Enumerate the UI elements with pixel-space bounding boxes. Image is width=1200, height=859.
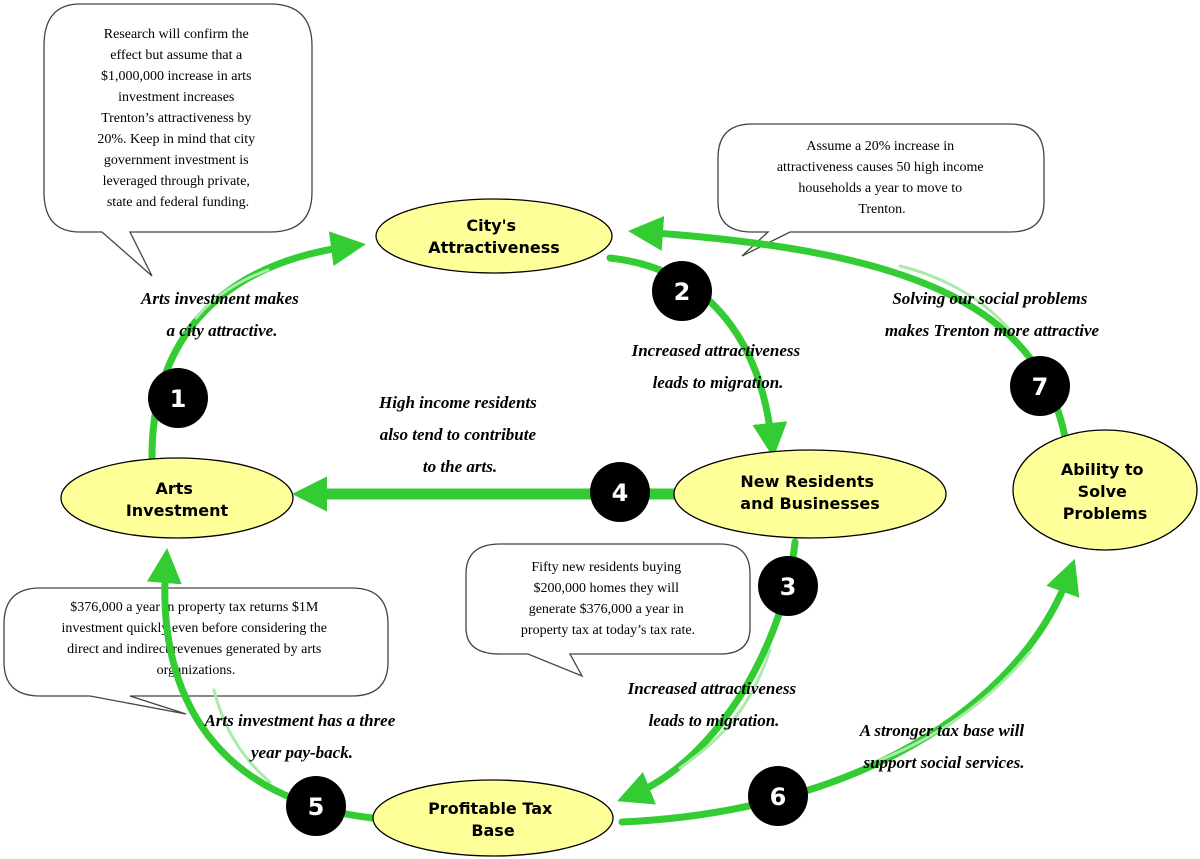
callout-attractiveness: Assume a 20% increase in attractiveness … — [717, 123, 1045, 257]
arrow-arts-to-city — [148, 231, 366, 466]
node-label: New Residents and Businesses — [740, 472, 879, 513]
step-badge-6: 6 — [748, 766, 808, 826]
arrow-highlight — [878, 650, 1032, 762]
edge-labels: Arts investment makes a city attractive.… — [140, 289, 1100, 772]
node-ability-to-solve: Ability to Solve Problems — [1012, 429, 1198, 551]
callout-research-text: Research will confirm the effect but ass… — [97, 27, 258, 210]
svg-text:2: 2 — [674, 278, 691, 306]
edge-label-2: Increased attractiveness leads to migrat… — [631, 341, 805, 392]
node-arts-investment: Arts Investment — [60, 457, 294, 539]
callout-line: state and federal funding. — [107, 195, 249, 210]
svg-text:7: 7 — [1032, 373, 1049, 401]
callout-line: $376,000 a year in property tax returns … — [70, 600, 319, 615]
node-profitable-tax-base: Profitable Tax Base — [372, 779, 614, 857]
svg-text:1: 1 — [170, 385, 187, 413]
edge-label-4: High income residents also tend to contr… — [378, 393, 541, 476]
node-label: Profitable Tax Base — [428, 799, 558, 840]
svg-text:6: 6 — [770, 783, 787, 811]
svg-text:5: 5 — [308, 793, 325, 821]
svg-text:3: 3 — [780, 573, 797, 601]
callout-line: Trenton’s attractiveness by — [101, 111, 251, 126]
node-city-attractiveness: City's Attractiveness — [375, 198, 613, 274]
step-badges: 1 2 3 4 5 6 7 — [148, 261, 1070, 836]
edge-label-1: Arts investment makes a city attractive. — [140, 289, 303, 340]
callout-line: investment quickly even before consideri… — [61, 621, 327, 636]
callout-line: investment increases — [118, 90, 234, 105]
callout-line: Assume a 20% increase in — [806, 139, 954, 154]
edge-label-6: A stronger tax base will support social … — [859, 721, 1029, 772]
callout-line: property tax at today’s tax rate. — [521, 623, 695, 638]
callout-property-tax: $376,000 a year in property tax returns … — [3, 587, 389, 715]
callout-line: direct and indirect revenues generated b… — [67, 642, 321, 657]
callout-line: Fifty new residents buying — [531, 560, 681, 575]
callout-line: government investment is — [104, 153, 249, 168]
step-badge-5: 5 — [286, 776, 346, 836]
callout-line: attractiveness causes 50 high income — [777, 160, 984, 175]
step-badge-2: 2 — [652, 261, 712, 321]
step-badge-7: 7 — [1010, 356, 1070, 416]
callout-property-tax-text: $376,000 a year in property tax returns … — [61, 600, 330, 678]
callout-line: leveraged through private, — [103, 174, 250, 189]
edge-label-3: Increased attractiveness leads to migrat… — [627, 679, 801, 730]
step-badge-3: 3 — [758, 556, 818, 616]
callout-line: organizations. — [157, 663, 236, 678]
callout-line: $200,000 homes they will — [534, 581, 680, 596]
callout-fifty-residents: Fifty new residents buying $200,000 home… — [465, 543, 751, 678]
node-new-residents: New Residents and Businesses — [673, 449, 947, 539]
callout-line: households a year to move to — [798, 181, 962, 196]
callout-line: 20%. Keep in mind that city — [97, 132, 255, 147]
arrow-highlight — [898, 264, 1012, 332]
step-badge-1: 1 — [148, 368, 208, 428]
arrow-highlight — [678, 648, 772, 770]
node-label: Ability to Solve Problems — [1061, 460, 1149, 523]
step-badge-4: 4 — [590, 462, 650, 522]
edge-label-5: Arts investment has a three year pay-bac… — [203, 711, 399, 762]
node-label: Arts Investment — [126, 479, 229, 520]
callout-line: effect but assume that a — [110, 48, 243, 63]
edge-label-7: Solving our social problems makes Trento… — [885, 289, 1100, 340]
callout-line: Research will confirm the — [104, 27, 249, 42]
arrow-highlight — [194, 268, 270, 320]
arrow-city-to-residents — [606, 254, 788, 458]
svg-text:4: 4 — [612, 479, 629, 507]
arrow-highlight — [212, 688, 272, 784]
callout-research: Research will confirm the effect but ass… — [43, 3, 313, 277]
callout-line: Trenton. — [858, 202, 905, 217]
node-label: City's Attractiveness — [428, 216, 560, 257]
callout-line: generate $376,000 a year in — [529, 602, 684, 617]
callout-attractiveness-text: Assume a 20% increase in attractiveness … — [777, 139, 987, 217]
callout-fifty-residents-text: Fifty new residents buying $200,000 home… — [521, 560, 695, 638]
callout-line: $1,000,000 increase in arts — [101, 69, 251, 84]
